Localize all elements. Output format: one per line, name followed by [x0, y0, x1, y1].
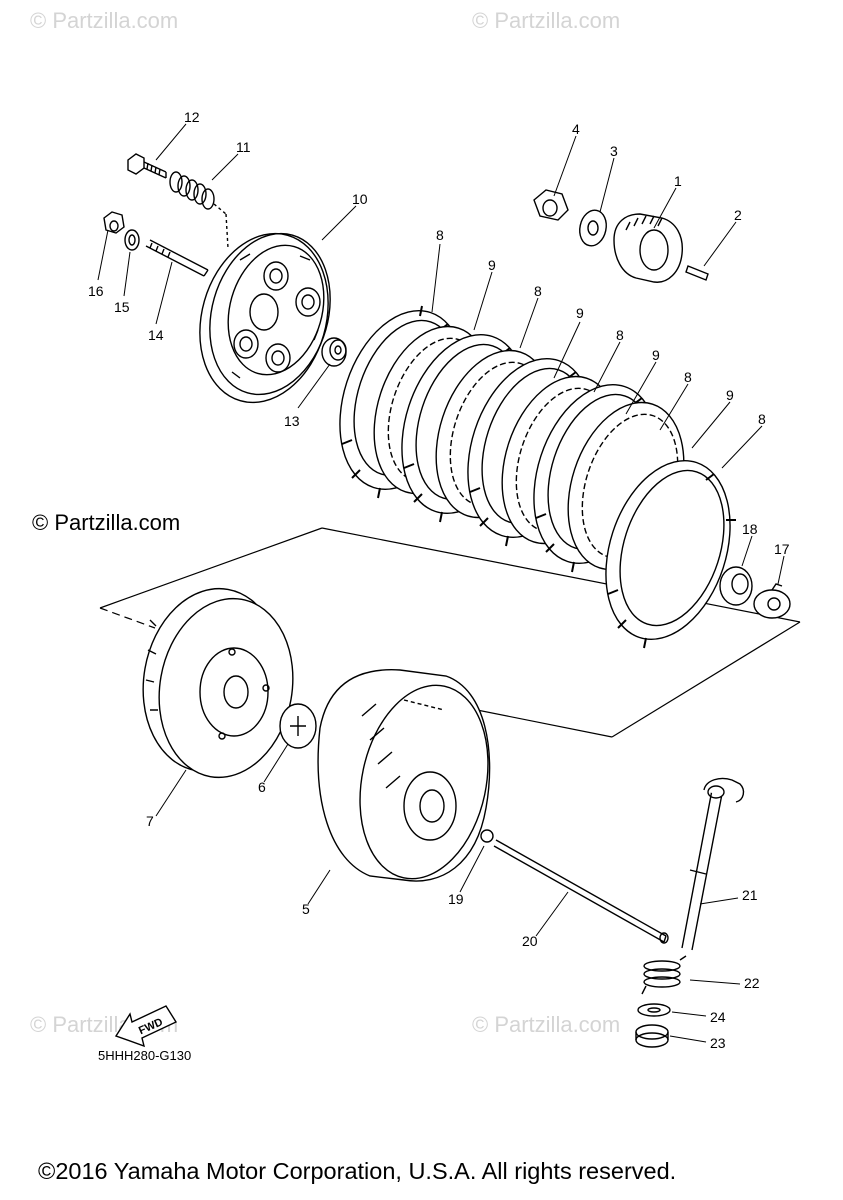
- copyright-notice: ©2016 Yamaha Motor Corporation, U.S.A. A…: [38, 1158, 677, 1184]
- callout-1: 1: [674, 173, 682, 189]
- part-7-clutch-boss: [142, 587, 294, 779]
- part-15-washer: [124, 229, 140, 251]
- callout-4: 4: [572, 121, 580, 137]
- callout-9b: 9: [576, 305, 584, 321]
- callout-10: 10: [352, 191, 368, 207]
- callout-3: 3: [610, 143, 618, 159]
- callout-8e: 8: [758, 411, 766, 427]
- part-1-primary-gear: [613, 213, 683, 283]
- part-12-bolt: [127, 153, 167, 179]
- callout-leaders: [97, 123, 785, 1043]
- callout-20: 20: [522, 933, 538, 949]
- watermark-top-left: © Partzilla.com: [30, 8, 179, 33]
- part-10-pressure-plate: [199, 232, 331, 404]
- part-24-washer: [637, 1003, 671, 1017]
- callout-13: 13: [284, 413, 300, 429]
- diagram-code: 5HHH280-G130: [98, 1048, 192, 1063]
- callout-2: 2: [734, 207, 742, 223]
- part-17-lock-washer: [753, 583, 791, 619]
- part-2-key: [685, 265, 709, 281]
- callout-8b: 8: [534, 283, 542, 299]
- part-3-washer: [579, 209, 607, 247]
- callout-11: 11: [236, 139, 251, 155]
- callout-19: 19: [448, 891, 464, 907]
- callout-24: 24: [710, 1009, 726, 1025]
- callout-7: 7: [146, 813, 154, 829]
- callout-12: 12: [184, 109, 200, 125]
- callout-23: 23: [710, 1035, 726, 1051]
- part-16-nut: [103, 211, 125, 234]
- callout-numbers: 12 11 10 16 15 14 13 4 3 1 2 8 9 8 9 8 9…: [88, 109, 790, 1051]
- part-18-collar: [719, 566, 753, 606]
- watermark-bottom-right: © Partzilla.com: [472, 1012, 621, 1037]
- part-13-bearing: [321, 337, 347, 367]
- part-4-nut: [533, 189, 569, 221]
- callout-9c: 9: [652, 347, 660, 363]
- fwd-arrow-icon: [114, 1005, 178, 1048]
- callout-18: 18: [742, 521, 758, 537]
- callout-9d: 9: [726, 387, 734, 403]
- callout-22: 22: [744, 975, 760, 991]
- callout-9a: 9: [488, 257, 496, 273]
- callout-14: 14: [148, 327, 164, 343]
- callout-8a: 8: [436, 227, 444, 243]
- part-5-clutch-housing: [317, 669, 491, 882]
- part-20-push-rod: [493, 839, 669, 944]
- callout-5: 5: [302, 901, 310, 917]
- part-21-push-lever-shaft: [681, 777, 745, 951]
- callout-6: 6: [258, 779, 266, 795]
- friction-plate-8e: [605, 459, 736, 649]
- part-22-spring: [641, 955, 687, 995]
- callout-15: 15: [114, 299, 130, 315]
- part-23-oil-seal: [635, 1024, 669, 1048]
- callout-8d: 8: [684, 369, 692, 385]
- callout-17: 17: [774, 541, 790, 557]
- part-6-thrust-washer: [279, 703, 317, 749]
- watermark-top-right: © Partzilla.com: [472, 8, 621, 33]
- callout-16: 16: [88, 283, 104, 299]
- part-19-ball: [480, 829, 494, 843]
- part-11-spring: [169, 171, 229, 249]
- callout-8c: 8: [616, 327, 624, 343]
- part-14-pushrod: [145, 239, 209, 277]
- watermark-middle-left: © Partzilla.com: [32, 510, 181, 535]
- callout-21: 21: [742, 887, 758, 903]
